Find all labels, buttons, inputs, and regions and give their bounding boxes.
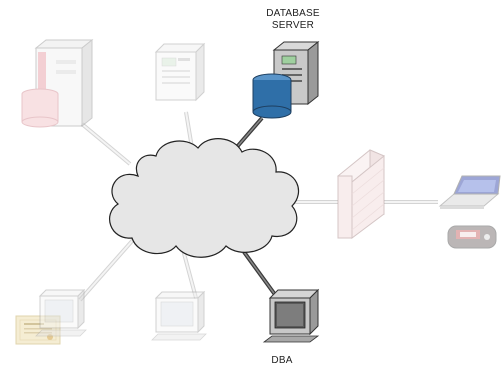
- link-dba-core: [243, 251, 277, 297]
- database-server-label: DATABASE SERVER: [248, 8, 338, 32]
- database-server-icon: [252, 40, 320, 119]
- link-workstation-center-core: [181, 245, 197, 299]
- token-device-icon: [447, 225, 497, 249]
- link-storage-server-core: [81, 123, 131, 165]
- network-cloud-icon: [109, 138, 300, 258]
- connection-links: [78, 111, 438, 302]
- link-database-server-core: [235, 117, 263, 149]
- laptop-icon: [438, 175, 501, 209]
- storage-server-icon: [21, 38, 94, 128]
- database-server-label-line2: SERVER: [271, 20, 315, 31]
- dba-workstation-icon: [262, 288, 320, 343]
- dba-label: DBA: [271, 355, 293, 366]
- link-workstation-left-core: [79, 231, 141, 301]
- link-web-server-core: [185, 111, 193, 149]
- workstation-icon: [35, 288, 87, 337]
- web-server-icon: [154, 42, 206, 102]
- firewall-icon: [337, 149, 385, 239]
- workstation-icon: [151, 290, 207, 341]
- database-server-label-line1: DATABASE: [266, 8, 320, 19]
- certificate-icon: [15, 315, 61, 345]
